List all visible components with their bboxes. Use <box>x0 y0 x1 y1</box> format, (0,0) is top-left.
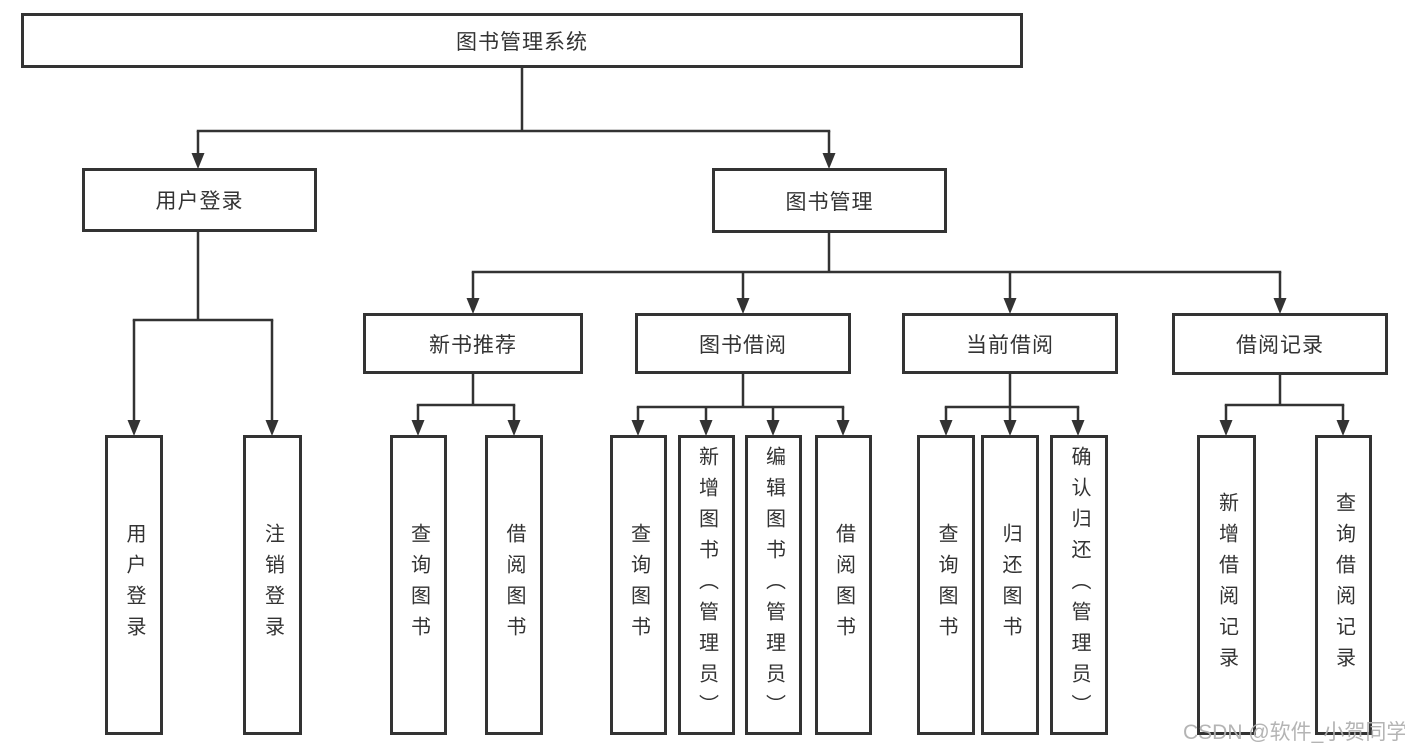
node-borrowing-records: 借阅记录 <box>1172 313 1388 375</box>
leaf-current-query-books: 查询图书 <box>917 435 975 735</box>
node-label: 新增图书（管理员） <box>695 445 718 725</box>
node-label: 借阅图书 <box>832 523 855 647</box>
node-current-borrowing: 当前借阅 <box>902 313 1118 374</box>
node-label: 借阅记录 <box>1236 334 1324 357</box>
leaf-records-query-record: 查询借阅记录 <box>1315 435 1372 735</box>
node-user-login: 用户登录 <box>82 168 317 232</box>
node-label: 查询图书 <box>407 523 430 647</box>
node-label: 当前借阅 <box>966 333 1054 357</box>
node-label: 新书推荐 <box>429 333 517 357</box>
node-label: 编辑图书（管理员） <box>762 445 785 725</box>
node-label: 归还图书 <box>999 523 1021 647</box>
node-label: 注销登录 <box>261 523 284 647</box>
leaf-borrowing-query-books: 查询图书 <box>610 435 667 735</box>
node-label: 确认归还（管理员） <box>1068 445 1090 725</box>
leaf-current-confirm-return-admin: 确认归还（管理员） <box>1050 435 1108 735</box>
leaf-borrowing-add-books-admin: 新增图书（管理员） <box>678 435 735 735</box>
node-label: 查询图书 <box>935 523 957 647</box>
leaf-records-add-record: 新增借阅记录 <box>1197 435 1256 735</box>
leaf-recommend-borrow-books: 借阅图书 <box>485 435 543 735</box>
leaf-borrowing-borrow-books: 借阅图书 <box>815 435 872 735</box>
leaf-user-login: 用户登录 <box>105 435 163 735</box>
node-book-management: 图书管理 <box>712 168 947 233</box>
node-book-borrowing: 图书借阅 <box>635 313 851 374</box>
node-library-management-system: 图书管理系统 <box>21 13 1023 68</box>
leaf-logout: 注销登录 <box>243 435 302 735</box>
leaf-current-return-books: 归还图书 <box>981 435 1039 735</box>
node-label: 用户登录 <box>123 523 145 647</box>
node-label: 图书管理系统 <box>456 30 588 54</box>
node-label: 查询借阅记录 <box>1332 492 1355 678</box>
node-label: 用户登录 <box>155 190 244 213</box>
node-new-book-recommend: 新书推荐 <box>363 313 583 374</box>
leaf-borrowing-edit-books-admin: 编辑图书（管理员） <box>745 435 802 735</box>
node-label: 图书管理 <box>785 190 874 214</box>
leaf-recommend-query-books: 查询图书 <box>390 435 447 735</box>
node-label: 新增借阅记录 <box>1215 492 1238 678</box>
node-label: 借阅图书 <box>503 523 525 647</box>
node-label: 查询图书 <box>627 523 650 647</box>
node-label: 图书借阅 <box>699 333 787 357</box>
